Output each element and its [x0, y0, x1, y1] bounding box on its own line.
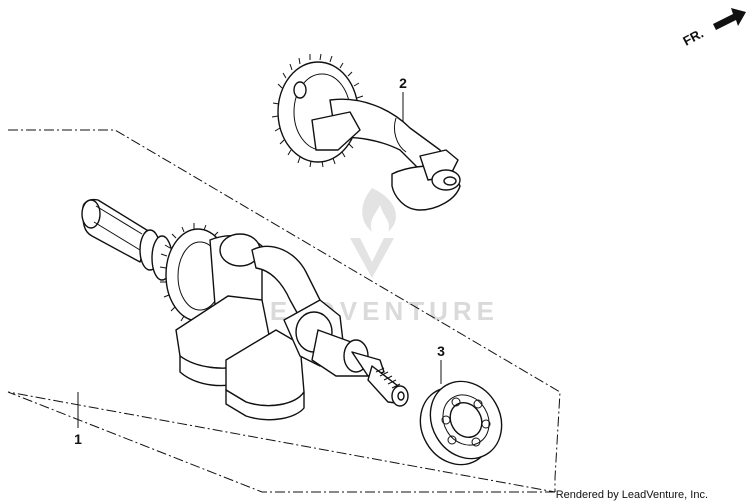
- front-direction-label: FR.: [680, 26, 706, 49]
- front-direction-arrow-icon: [713, 8, 746, 30]
- callout-number-3: 3: [437, 343, 445, 359]
- callout-number-2: 2: [399, 75, 407, 91]
- footer-credit: Rendered by LeadVenture, Inc.: [555, 489, 708, 501]
- balancer-shaft-drawing: [271, 53, 461, 211]
- callout-number-1: 1: [74, 431, 82, 447]
- leadventure-flame-logo-icon: [350, 188, 396, 278]
- front-direction-indicator: FR.: [680, 8, 746, 49]
- assembly-outline: [7, 129, 561, 493]
- crankshaft-drawing: [81, 198, 409, 421]
- bearing-drawing: [419, 360, 503, 466]
